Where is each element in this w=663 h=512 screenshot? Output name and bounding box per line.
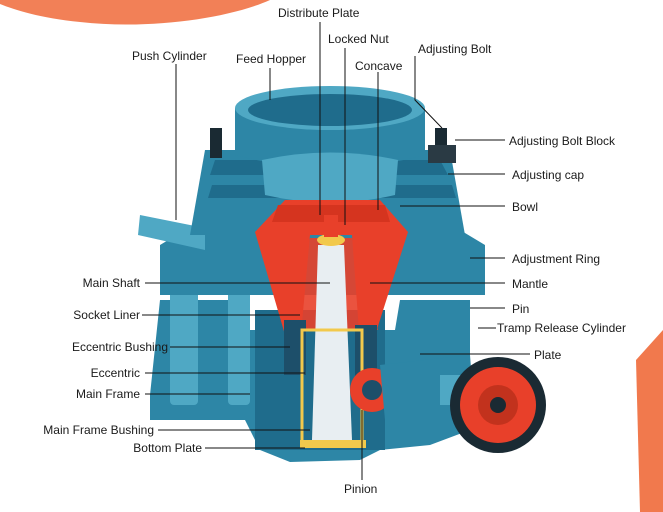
label-concave: Concave — [355, 59, 403, 73]
label-eccentric: Eccentric — [90, 366, 140, 380]
label-pin: Pin — [512, 302, 530, 316]
bowl-band — [272, 205, 390, 222]
leader-adjusting-bolt — [414, 56, 443, 129]
push-cylinder-arm — [138, 215, 205, 250]
left-cylinder-1 — [170, 285, 198, 405]
label-adjusting-bolt: Adjusting Bolt — [418, 42, 492, 56]
label-locked-nut: Locked Nut — [328, 32, 389, 46]
distribute-plate — [324, 215, 338, 237]
label-feed-hopper: Feed Hopper — [236, 52, 307, 66]
label-adjusting-bolt-block: Adjusting Bolt Block — [509, 134, 616, 148]
feed-hopper-opening — [248, 94, 412, 126]
label-adjustment-ring: Adjustment Ring — [512, 252, 601, 266]
label-eccentric-bushing: Eccentric Bushing — [71, 340, 168, 354]
label-pinion: Pinion — [344, 482, 378, 496]
label-bowl: Bowl — [512, 200, 539, 214]
adjusting-bolt-block-right — [428, 145, 456, 163]
pulley-hub — [490, 397, 506, 413]
label-tramp-release-cylinder: Tramp Release Cylinder — [497, 321, 626, 335]
label-distribute-plate: Distribute Plate — [278, 6, 360, 20]
top-orange-swoosh — [0, 0, 270, 25]
pinion-gear-hub — [362, 380, 382, 400]
label-mantle: Mantle — [512, 277, 549, 291]
right-orange-stripe — [636, 330, 663, 512]
label-main-shaft: Main Shaft — [82, 276, 140, 290]
feed-hopper-inner — [262, 152, 398, 203]
adjusting-bolt-left — [210, 128, 222, 158]
label-socket-liner: Socket Liner — [73, 308, 140, 322]
label-push-cylinder: Push Cylinder — [132, 49, 207, 63]
main-shaft — [312, 245, 352, 440]
bottom-plate — [300, 440, 366, 448]
leader-lines — [142, 22, 530, 480]
label-plate: Plate — [534, 348, 562, 362]
label-main-frame: Main Frame — [75, 387, 140, 401]
label-adjusting-cap: Adjusting cap — [512, 168, 585, 182]
left-cylinder-2 — [200, 300, 224, 410]
label-main-frame-bushing: Main Frame Bushing — [43, 423, 154, 437]
label-bottom-plate: Bottom Plate — [133, 441, 202, 455]
